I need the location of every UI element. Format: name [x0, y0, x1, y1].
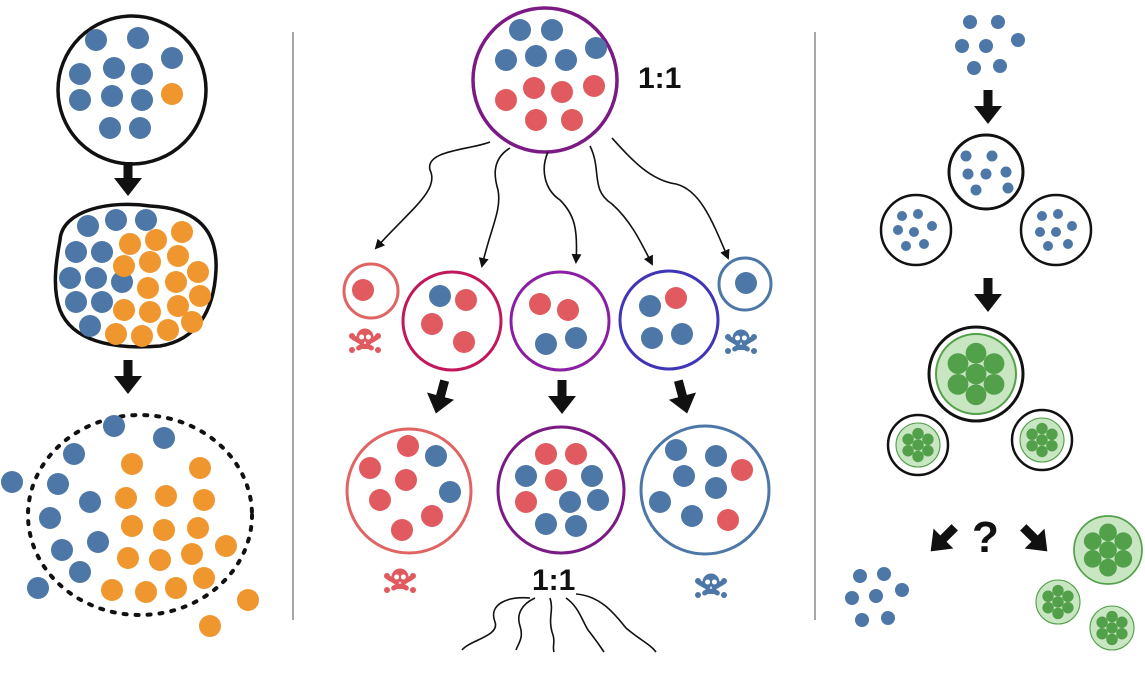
mid-cell-red-large [345, 427, 473, 555]
right-free-cells-top [955, 15, 1025, 75]
lineage-connectors [374, 137, 730, 268]
right-green-rosettes-bottom [1036, 516, 1142, 650]
skull-crossbones-icon [384, 568, 416, 593]
down-arrow-icon [664, 376, 701, 418]
mid-cell-blue-small [717, 256, 773, 312]
mid-cell-blue-large [639, 424, 771, 556]
down-arrow-icon [548, 380, 576, 414]
right-panel: ? [845, 15, 1142, 650]
lineage-connectors-bottom [461, 593, 657, 653]
right-cluster-blue [879, 133, 1093, 267]
mid-cell-indigo [618, 269, 720, 371]
skull-crossbones-icon [725, 329, 757, 354]
down-arrow-icon [974, 278, 1002, 312]
mid-cell-crimson [401, 270, 503, 372]
skull-crossbones-icon [695, 573, 727, 598]
mid-parent-cell [471, 6, 619, 154]
skull-crossbones-icon [349, 328, 381, 353]
ratio-label-bottom: 1:1 [532, 564, 575, 597]
diagonal-arrow-icon [920, 517, 965, 562]
left-cell-burst [1, 413, 259, 637]
mid-cell-red-small [342, 262, 400, 320]
diagonal-arrow-icon [1013, 517, 1058, 562]
ratio-label-top: 1:1 [638, 62, 681, 95]
down-arrow-icon [114, 162, 142, 196]
down-arrow-icon [974, 90, 1002, 124]
right-free-cells-bottom [845, 567, 909, 627]
mid-cell-violet [509, 270, 611, 372]
question-mark: ? [972, 513, 999, 562]
right-cluster-green [888, 327, 1072, 475]
mid-cell-purple-large [496, 425, 626, 555]
left-cell-initial [56, 14, 208, 166]
down-arrow-icon [114, 360, 142, 394]
middle-panel: 1:1 [342, 6, 773, 653]
left-panel [1, 14, 259, 637]
down-arrow-icon [422, 376, 459, 418]
left-cell-growing [53, 202, 218, 349]
